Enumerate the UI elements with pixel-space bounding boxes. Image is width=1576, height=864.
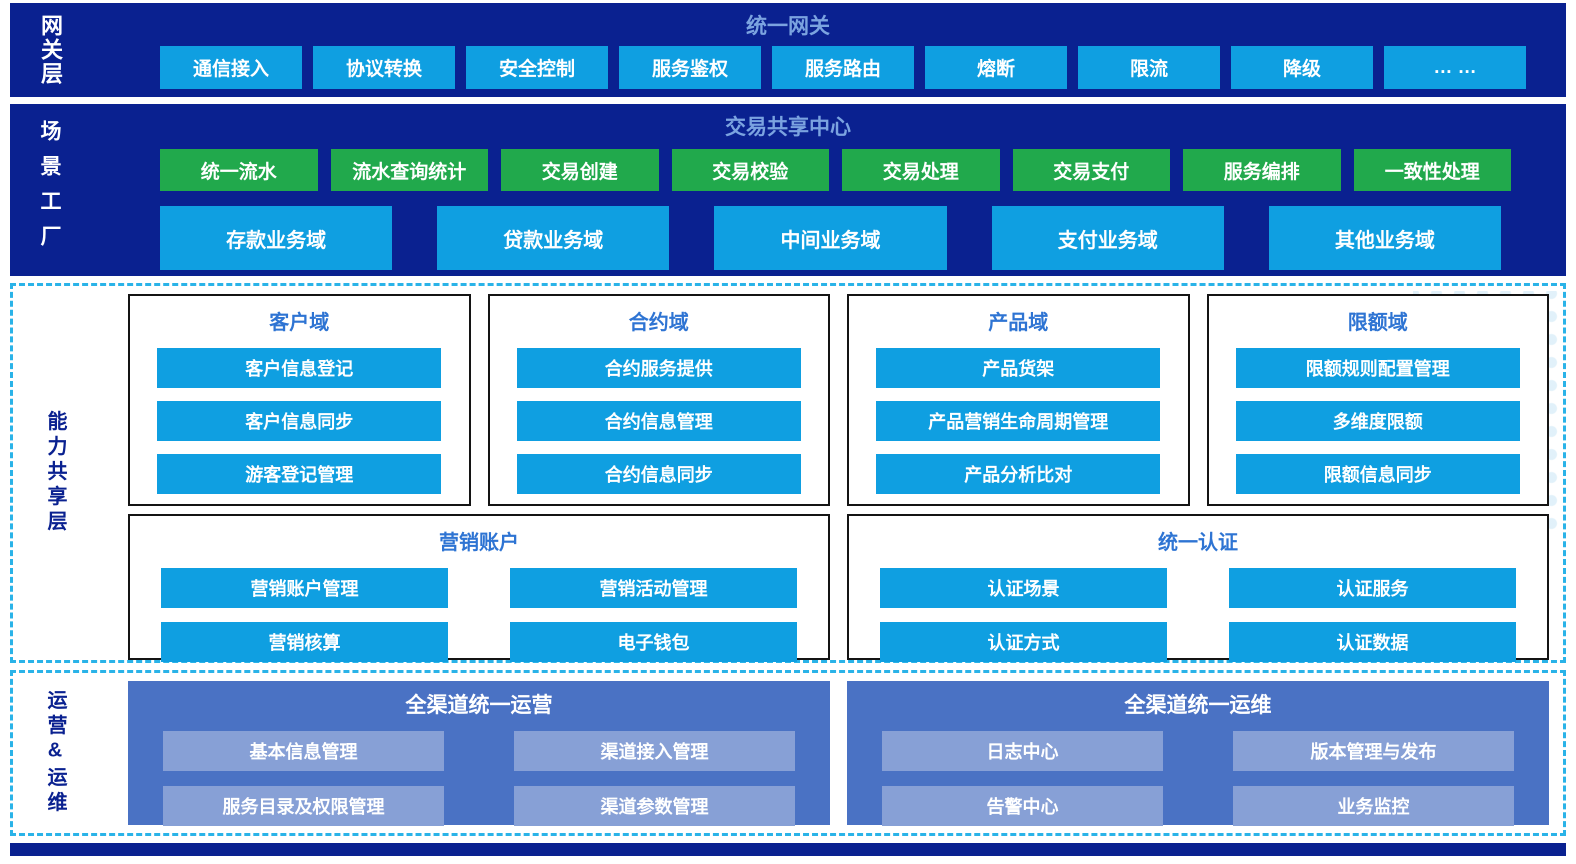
ops-panel-maintenance: 全渠道统一运维 日志中心 版本管理与发布 告警中心 业务监控 <box>847 681 1549 826</box>
ops-layer-side-label: 运营&运维 <box>44 689 66 817</box>
capability-wide-groups-row: 营销账户 营销账户管理 营销活动管理 营销核算 电子钱包 统一认证 认证场景 认… <box>128 514 1549 662</box>
transaction-services-row: 统一流水 流水查询统计 交易创建 交易校验 交易处理 交易支付 服务编排 一致性… <box>10 149 1566 191</box>
ops-item: 告警中心 <box>882 786 1163 826</box>
capability-layer-side-label: 能力共享层 <box>44 410 66 536</box>
gateway-item: 熔断 <box>925 46 1067 89</box>
ops-item: 基本信息管理 <box>163 731 444 771</box>
ops-item: 业务监控 <box>1233 786 1514 826</box>
gateway-item: 降级 <box>1231 46 1373 89</box>
capability-item: 认证数据 <box>1229 622 1516 662</box>
gateway-item: 安全控制 <box>466 46 608 89</box>
gateway-layer-side-label: 网关层 <box>38 14 63 86</box>
capability-item: 限额信息同步 <box>1235 454 1520 494</box>
ops-item: 服务目录及权限管理 <box>163 786 444 826</box>
gateway-item: 服务路由 <box>772 46 914 89</box>
transaction-service-item: 一致性处理 <box>1353 149 1511 191</box>
marketing-account-grid: 营销账户管理 营销活动管理 营销核算 电子钱包 <box>130 568 828 662</box>
capability-item: 营销活动管理 <box>510 568 797 608</box>
transaction-service-item: 交易处理 <box>842 149 1000 191</box>
capability-item: 游客登记管理 <box>157 454 442 494</box>
capability-item: 客户信息登记 <box>157 348 442 388</box>
business-domain-item: 中间业务域 <box>714 206 947 270</box>
transaction-service-item: 交易创建 <box>501 149 659 191</box>
capability-item: 营销账户管理 <box>161 568 448 608</box>
ops-item: 渠道参数管理 <box>514 786 795 826</box>
operation-grid: 基本信息管理 渠道接入管理 服务目录及权限管理 渠道参数管理 <box>128 731 830 826</box>
business-domain-item: 支付业务域 <box>991 206 1224 270</box>
ops-panel-operation: 全渠道统一运营 基本信息管理 渠道接入管理 服务目录及权限管理 渠道参数管理 <box>128 681 830 826</box>
capability-item: 客户信息同步 <box>157 401 442 441</box>
scenario-factory-band: 场景工厂 交易共享中心 统一流水 流水查询统计 交易创建 交易校验 交易处理 交… <box>10 104 1566 276</box>
capability-item: 电子钱包 <box>510 622 797 662</box>
scenario-factory-side-label: 场景工厂 <box>38 120 61 260</box>
gateway-title: 统一网关 <box>746 15 830 38</box>
capability-domain-groups-row: 客户域 客户信息登记 客户信息同步 游客登记管理 合约域 合约服务提供 合约信息… <box>128 294 1549 506</box>
capability-item: 合约服务提供 <box>516 348 801 388</box>
capability-item: 限额规则配置管理 <box>1235 348 1520 388</box>
capability-item: 认证场景 <box>880 568 1167 608</box>
capability-group-unified-auth: 统一认证 认证场景 认证服务 认证方式 认证数据 <box>847 514 1549 662</box>
ops-item: 日志中心 <box>882 731 1163 771</box>
capability-item: 产品营销生命周期管理 <box>876 401 1161 441</box>
gateway-item: 限流 <box>1078 46 1220 89</box>
business-domain-item: 贷款业务域 <box>437 206 670 270</box>
business-domain-item: 其他业务域 <box>1268 206 1502 270</box>
transaction-service-item: 交易支付 <box>1012 149 1170 191</box>
group-title: 限额域 <box>1347 312 1408 334</box>
ops-layer: 运营&运维 全渠道统一运营 基本信息管理 渠道接入管理 服务目录及权限管理 渠道… <box>10 670 1566 836</box>
ops-item: 渠道接入管理 <box>514 731 795 771</box>
gateway-item: 通信接入 <box>160 46 302 89</box>
capability-group-product: 产品域 产品货架 产品营销生命周期管理 产品分析比对 <box>847 294 1190 506</box>
group-title: 客户域 <box>269 312 330 334</box>
bottom-accent-bar <box>10 843 1566 856</box>
panel-title: 全渠道统一运营 <box>405 694 553 717</box>
capability-item: 认证服务 <box>1229 568 1516 608</box>
capability-item: 产品分析比对 <box>876 454 1161 494</box>
capability-item: 合约信息管理 <box>516 401 801 441</box>
capability-item: 产品货架 <box>876 348 1161 388</box>
maintenance-grid: 日志中心 版本管理与发布 告警中心 业务监控 <box>847 731 1549 826</box>
group-title: 合约域 <box>628 312 689 334</box>
panel-title: 全渠道统一运维 <box>1124 694 1272 717</box>
capability-group-contract: 合约域 合约服务提供 合约信息管理 合约信息同步 <box>487 294 830 506</box>
group-title: 统一认证 <box>1158 532 1238 554</box>
ops-item: 版本管理与发布 <box>1233 731 1514 771</box>
transaction-center-title: 交易共享中心 <box>725 116 851 139</box>
ops-panels-row: 全渠道统一运营 基本信息管理 渠道接入管理 服务目录及权限管理 渠道参数管理 全… <box>128 681 1549 826</box>
capability-group-customer: 客户域 客户信息登记 客户信息同步 游客登记管理 <box>128 294 471 506</box>
group-title: 产品域 <box>988 312 1049 334</box>
capability-item: 营销核算 <box>161 622 448 662</box>
capability-group-marketing-account: 营销账户 营销账户管理 营销活动管理 营销核算 电子钱包 <box>128 514 830 662</box>
business-domains-row: 存款业务域 贷款业务域 中间业务域 支付业务域 其他业务域 <box>10 206 1566 270</box>
transaction-service-item: 流水查询统计 <box>330 149 488 191</box>
business-domain-item: 存款业务域 <box>160 206 393 270</box>
gateway-item-ellipsis: … … <box>1384 46 1526 89</box>
gateway-items-row: 通信接入 协议转换 安全控制 服务鉴权 服务路由 熔断 限流 降级 … … <box>10 46 1566 89</box>
capability-item: 合约信息同步 <box>516 454 801 494</box>
capability-item: 认证方式 <box>880 622 1167 662</box>
group-title: 营销账户 <box>439 532 519 554</box>
gateway-item: 协议转换 <box>313 46 455 89</box>
transaction-service-item: 交易校验 <box>671 149 829 191</box>
transaction-service-item: 服务编排 <box>1183 149 1341 191</box>
gateway-layer-band: 网关层 统一网关 通信接入 协议转换 安全控制 服务鉴权 服务路由 熔断 限流 … <box>10 3 1566 97</box>
capability-item: 多维度限额 <box>1235 401 1520 441</box>
transaction-service-item: 统一流水 <box>160 149 318 191</box>
capability-group-quota: 限额域 限额规则配置管理 多维度限额 限额信息同步 <box>1206 294 1549 506</box>
gateway-item: 服务鉴权 <box>619 46 761 89</box>
unified-auth-grid: 认证场景 认证服务 认证方式 认证数据 <box>849 568 1547 662</box>
capability-sharing-layer: 能力共享层 客户域 客户信息登记 客户信息同步 游客登记管理 合约域 合约服务提… <box>10 283 1566 663</box>
